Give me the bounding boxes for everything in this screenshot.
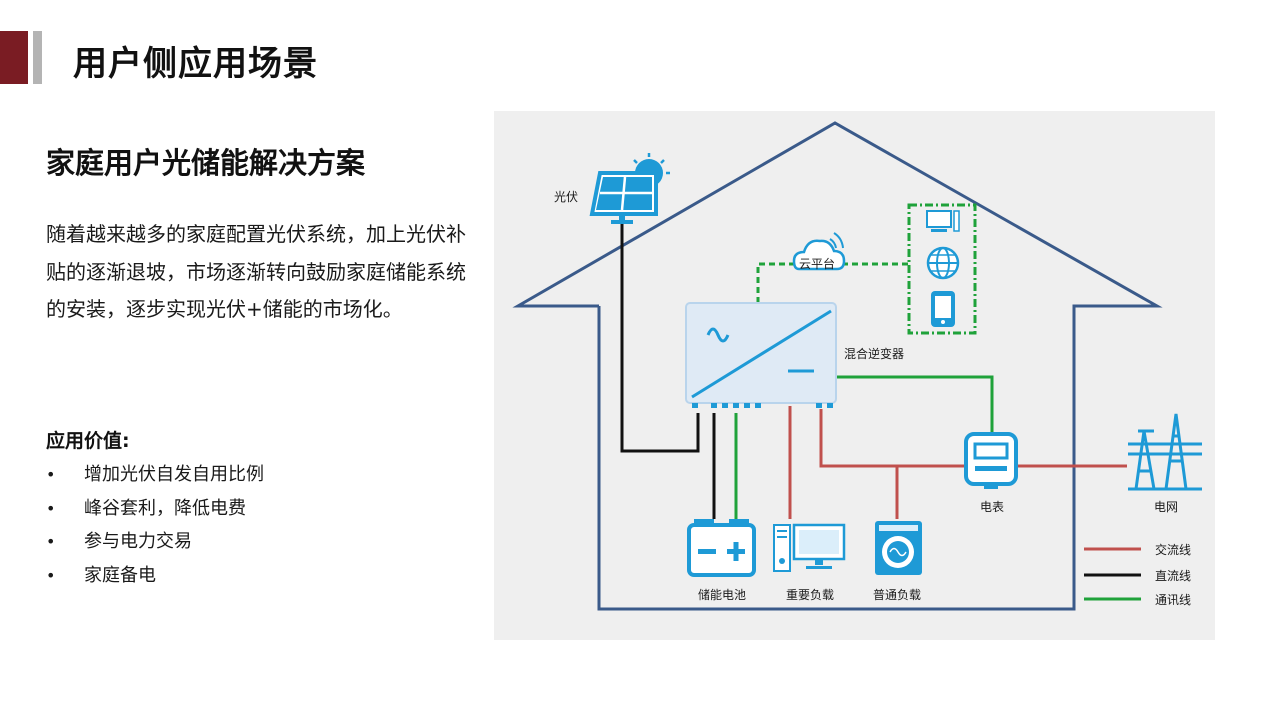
cloud-label: 云平台 [799, 256, 835, 271]
values-list: 增加光伏自发自用比例 峰谷套利，降低电费 参与电力交易 家庭备电 [46, 458, 264, 592]
house-outline [512, 121, 1163, 611]
list-item: 峰谷套利，降低电费 [46, 492, 264, 526]
solar-panel-icon [589, 153, 670, 224]
title-accent-bar [0, 31, 28, 84]
legend-dc-label: 直流线 [1155, 569, 1191, 583]
list-item: 家庭备电 [46, 559, 264, 593]
comm-line-cloud [756, 262, 794, 303]
inverter-label: 混合逆变器 [844, 346, 904, 361]
legend: 交流线 直流线 通讯线 [1084, 542, 1191, 607]
desktop-icon [926, 210, 960, 232]
dc-line-pv [620, 219, 700, 453]
computer-icon [773, 523, 846, 572]
section-title: 家庭用户光储能解决方案 [46, 146, 366, 180]
meter-icon [964, 432, 1018, 489]
devices-group-box [907, 203, 977, 335]
list-item: 增加光伏自发自用比例 [46, 458, 264, 492]
critical-load-label: 重要负载 [786, 588, 834, 602]
battery-label: 储能电池 [698, 587, 746, 602]
globe-icon [926, 246, 960, 280]
normal-load-label: 普通负载 [873, 588, 921, 602]
page-title: 用户侧应用场景 [73, 44, 318, 84]
battery-icon [687, 519, 756, 577]
system-diagram: 光伏 云平台 [494, 111, 1215, 640]
grid-label: 电网 [1154, 500, 1178, 514]
intro-paragraph: 随着越来越多的家庭配置光伏系统，加上光伏补贴的逐渐退坡，市场逐渐转向鼓励家庭储能… [46, 222, 466, 321]
cloud-icon [792, 232, 846, 271]
values-heading: 应用价值: [46, 430, 130, 452]
pv-label: 光伏 [554, 190, 578, 204]
list-item: 参与电力交易 [46, 525, 264, 559]
tablet-icon [931, 291, 955, 327]
comm-line-meter [837, 375, 994, 436]
title-accent-divider [33, 31, 42, 84]
legend-comm-label: 通讯线 [1155, 593, 1191, 607]
power-tower-icon [1128, 413, 1202, 491]
washing-machine-icon [875, 521, 922, 575]
inverter-icon [685, 302, 837, 408]
legend-ac-label: 交流线 [1155, 542, 1191, 557]
meter-label: 电表 [980, 500, 1004, 514]
